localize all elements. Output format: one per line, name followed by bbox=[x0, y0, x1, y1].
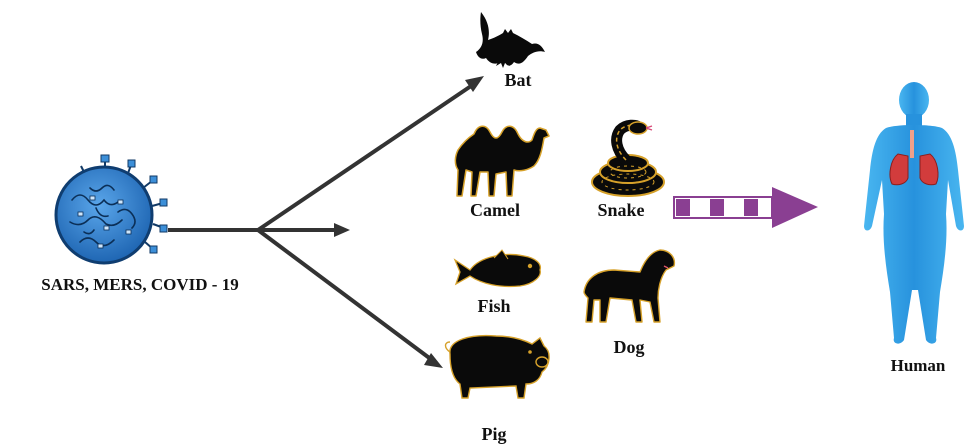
host-label-dog: Dog bbox=[614, 337, 645, 357]
host-label-fish: Fish bbox=[477, 296, 510, 316]
arrow-to-bat bbox=[256, 82, 476, 232]
arrowheads bbox=[334, 76, 484, 368]
dog-icon bbox=[583, 249, 676, 323]
camel-icon bbox=[454, 125, 550, 197]
transmission-arrow bbox=[673, 187, 818, 228]
virus-icon bbox=[54, 154, 168, 265]
bat-icon bbox=[476, 12, 545, 68]
host-label-pig: Pig bbox=[482, 424, 507, 444]
host-label-bat: Bat bbox=[505, 70, 532, 90]
host-label-camel: Camel bbox=[470, 200, 520, 220]
host-label-snake: Snake bbox=[597, 200, 644, 220]
snake-icon bbox=[591, 119, 665, 197]
human-icon bbox=[864, 82, 964, 344]
target-label: Human bbox=[891, 356, 946, 375]
source-label: SARS, MERS, COVID - 19 bbox=[41, 275, 238, 294]
branch-arrows bbox=[168, 82, 476, 362]
arrow-to-pig bbox=[256, 228, 434, 362]
pig-icon bbox=[444, 334, 550, 399]
fish-icon bbox=[453, 249, 542, 288]
